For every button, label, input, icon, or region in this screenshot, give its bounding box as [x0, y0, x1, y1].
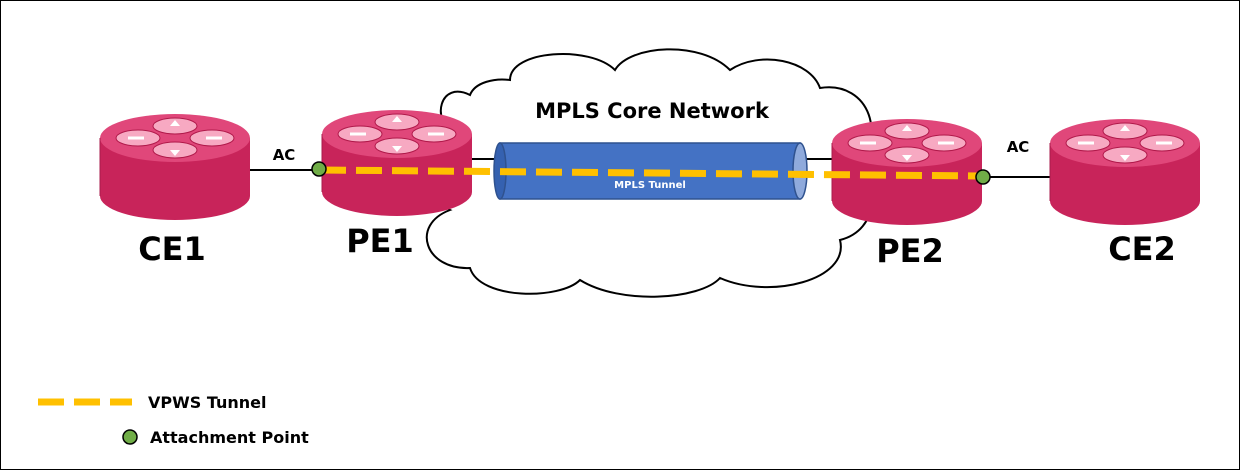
router-label-ce1: CE1 [138, 230, 206, 268]
ac-label-left: AC [273, 146, 296, 164]
attachment-point-pe2 [975, 169, 991, 185]
tunnel-label: MPLS Tunnel [614, 180, 686, 191]
legend-vpws-label: VPWS Tunnel [148, 393, 267, 412]
ac-label-right: AC [1007, 138, 1030, 156]
legend: VPWS Tunnel Attachment Point [38, 393, 309, 447]
router-ce2 [1049, 118, 1201, 226]
legend-attachment-swatch [122, 429, 138, 445]
legend-attachment-label: Attachment Point [150, 428, 309, 447]
attachment-point-pe1 [311, 161, 327, 177]
router-pe1 [321, 109, 473, 217]
router-label-pe1: PE1 [346, 222, 414, 260]
router-ce1 [99, 113, 251, 221]
router-label-pe2: PE2 [876, 232, 944, 270]
vpws-tunnel-line [319, 166, 983, 180]
router-label-ce2: CE2 [1108, 230, 1176, 268]
cloud-label: MPLS Core Network [535, 99, 770, 123]
